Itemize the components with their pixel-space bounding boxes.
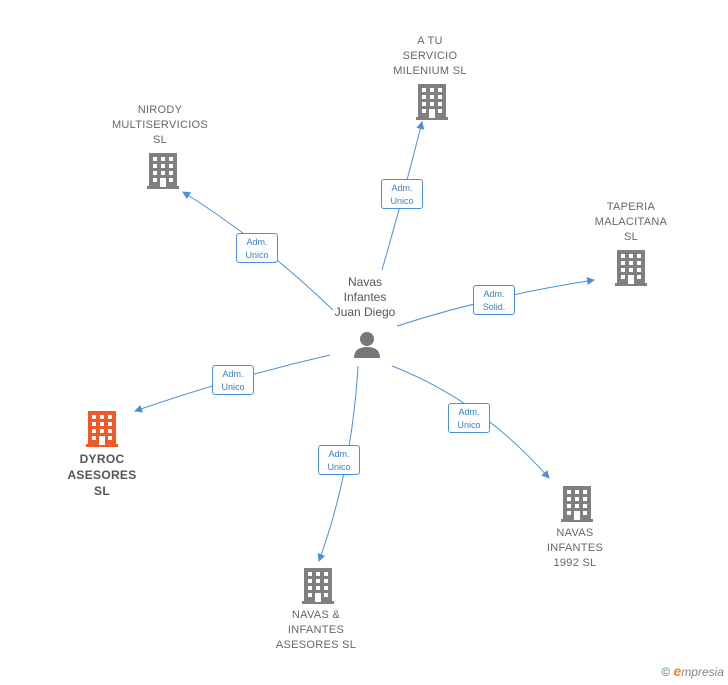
- building-icon-navas1992[interactable]: [561, 486, 593, 522]
- company-label-dyroc[interactable]: DYROC ASESORES SL: [67, 452, 137, 498]
- role-badge-navasinf[interactable]: Adm. Unico: [318, 445, 360, 475]
- brand-name: mpresia: [681, 665, 724, 679]
- copyright-icon: ©: [661, 665, 671, 679]
- footer-brand: © empresia: [661, 663, 724, 679]
- brand-e: e: [673, 663, 682, 679]
- role-badge-taperia[interactable]: Adm. Solid.: [473, 285, 515, 315]
- building-icon-atu[interactable]: [416, 84, 448, 120]
- company-label-navasinf[interactable]: NAVAS & INFANTES ASESORES SL: [275, 609, 357, 651]
- role-badge-atu[interactable]: Adm. Unico: [381, 179, 423, 209]
- company-label-atu[interactable]: A TU SERVICIO MILENIUM SL: [393, 35, 467, 77]
- building-icon-taperia[interactable]: [615, 250, 647, 286]
- company-label-nirody[interactable]: NIRODY MULTISERVICIOS SL: [111, 104, 209, 146]
- role-badge-nirody[interactable]: Adm. Unico: [236, 233, 278, 263]
- building-icon-nirody[interactable]: [147, 153, 179, 189]
- person-icon[interactable]: [352, 330, 382, 358]
- person-name[interactable]: Navas Infantes Juan Diego: [334, 275, 396, 319]
- building-icon-dyroc[interactable]: [86, 411, 118, 447]
- building-icon-navasinf[interactable]: [302, 568, 334, 604]
- role-badge-dyroc[interactable]: Adm. Unico: [212, 365, 254, 395]
- company-label-navas1992[interactable]: NAVAS INFANTES 1992 SL: [546, 527, 604, 569]
- role-badge-navas1992[interactable]: Adm. Unico: [448, 403, 490, 433]
- company-label-taperia[interactable]: TAPERIA MALACITANA SL: [594, 201, 668, 243]
